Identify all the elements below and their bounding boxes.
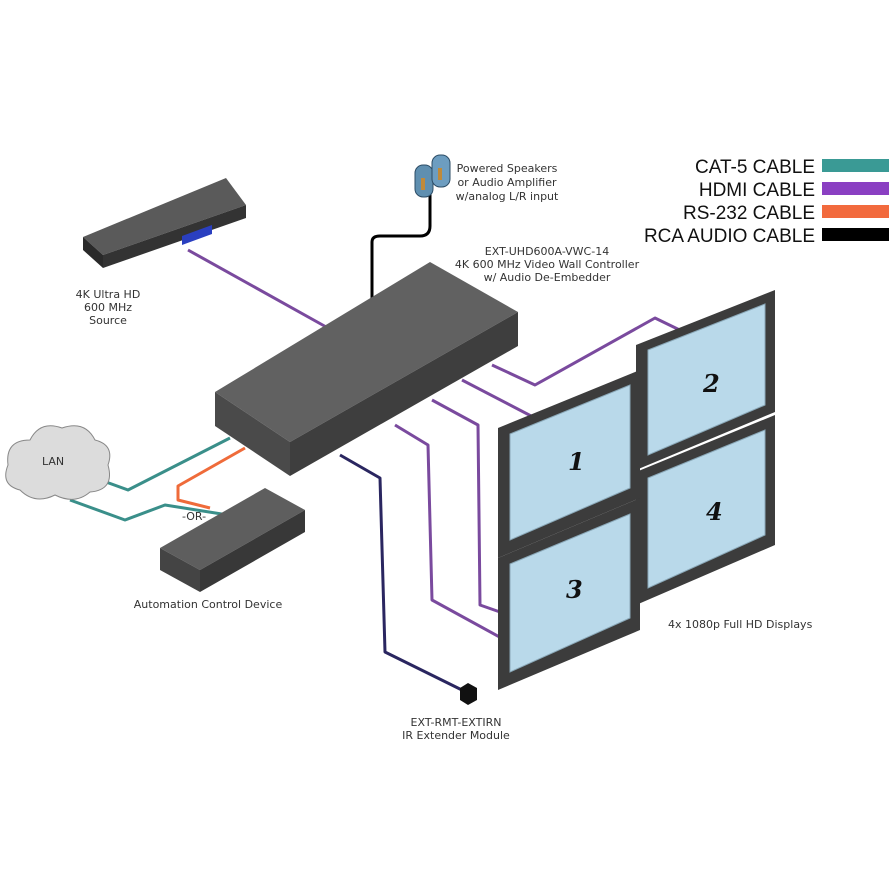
legend-cat5-label: CAT-5 CABLE	[695, 157, 815, 178]
legend-rca-swatch	[822, 228, 889, 241]
hdmi-cable-display-1	[461, 378, 536, 420]
display-3: 3	[498, 498, 640, 690]
source-label-1: 4K Ultra HD	[76, 288, 141, 301]
hdmi-cable-display-2	[491, 316, 691, 387]
legend-rs232-label: RS-232 CABLE	[683, 203, 815, 224]
legend-cat5-swatch	[822, 159, 889, 172]
ir-cable	[339, 453, 469, 695]
cat5-cable-automation	[69, 498, 229, 522]
cat5-cable-controller	[94, 436, 231, 492]
speakers-label-3: w/analog L/R input	[456, 190, 559, 203]
ir-extender-icon	[460, 683, 477, 705]
source-label-3: Source	[89, 314, 127, 327]
speaker-icon	[414, 154, 451, 198]
displays-label: 4x 1080p Full HD Displays	[668, 618, 813, 631]
legend-rca-label: RCA AUDIO CABLE	[644, 226, 815, 247]
hdmi-cable-display-3a	[431, 398, 501, 614]
display-1: 1	[498, 370, 640, 558]
rca-audio-cable	[370, 192, 432, 298]
hdmi-cable-source	[187, 248, 329, 330]
automation-control-device	[160, 488, 305, 592]
legend-rs232-swatch	[822, 205, 889, 218]
display-2: 2	[636, 290, 775, 470]
automation-label: Automation Control Device	[134, 598, 283, 611]
controller-label-2: 4K 600 MHz Video Wall Controller	[455, 258, 640, 271]
video-wall-controller	[215, 262, 518, 476]
4k-source-device	[83, 178, 246, 268]
cable-legend: CAT-5 CABLE HDMI CABLE RS-232 CABLE RCA …	[644, 157, 889, 247]
display-number-2: 2	[702, 369, 720, 398]
display-number-4: 4	[706, 497, 723, 526]
video-wall-displays: 2 4 1 3	[498, 290, 775, 690]
controller-label-1: EXT-UHD600A-VWC-14	[485, 245, 609, 258]
lan-label: LAN	[42, 455, 64, 468]
lan-cloud-icon	[5, 425, 111, 500]
rs232-cable	[176, 446, 246, 510]
display-number-1: 1	[568, 447, 585, 476]
source-label-2: 600 MHz	[84, 301, 132, 314]
controller-label-3: w/ Audio De-Embedder	[484, 271, 611, 284]
hdmi-cable-display-3b	[394, 423, 506, 642]
speakers-label-1: Powered Speakers	[457, 162, 558, 175]
or-label: -OR-	[182, 510, 206, 523]
display-number-3: 3	[566, 575, 583, 604]
speakers-label-2: or Audio Amplifier	[457, 176, 557, 189]
ir-label-2: IR Extender Module	[402, 729, 510, 742]
legend-hdmi-label: HDMI CABLE	[699, 180, 815, 201]
ir-label-1: EXT-RMT-EXTIRN	[411, 716, 502, 729]
display-4: 4	[636, 415, 775, 605]
legend-hdmi-swatch	[822, 182, 889, 195]
